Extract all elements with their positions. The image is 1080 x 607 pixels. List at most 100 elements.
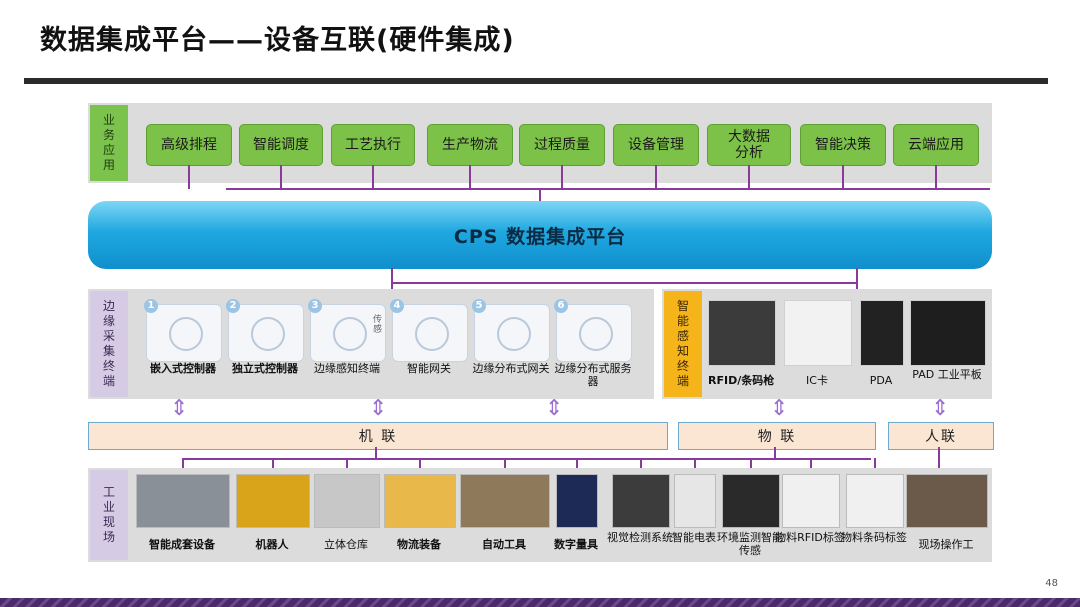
- edge-device-card: [228, 304, 304, 362]
- app-label: 设备管理: [628, 137, 684, 153]
- field-trunk-machine: [375, 447, 377, 459]
- field-equipment-image: [314, 474, 380, 528]
- terminal-label: PAD 工业平板: [910, 368, 984, 381]
- industrial-side-label-text: 工业现场: [102, 485, 116, 545]
- human-link-label: 人联: [925, 426, 957, 446]
- field-connector: [183, 458, 871, 460]
- edge-device-card: [474, 304, 550, 362]
- app-box-9: 云端应用: [893, 124, 979, 166]
- app-label: 云端应用: [908, 137, 964, 153]
- machine-link-label: 机 联: [359, 426, 397, 446]
- business-side-label-text: 业务应用: [102, 113, 116, 173]
- app-label: 大数据分析: [728, 129, 770, 161]
- page-number: 48: [1045, 578, 1058, 589]
- edge-device-card: [556, 304, 632, 362]
- app-label: 过程质量: [534, 137, 590, 153]
- app-box-4: 生产物流: [427, 124, 513, 166]
- object-link-bar: 物 联: [678, 422, 876, 450]
- app-connector: [748, 165, 750, 189]
- field-equipment-image: [612, 474, 670, 528]
- apps-connector: [226, 188, 990, 190]
- device-icon: [333, 317, 367, 351]
- app-box-6: 设备管理: [613, 124, 699, 166]
- field-equipment-image: [460, 474, 550, 528]
- slide-title: 数据集成平台——设备互联(硬件集成): [40, 18, 515, 57]
- app-label: 工艺执行: [345, 137, 401, 153]
- device-icon: [169, 317, 203, 351]
- edge-device-card: [392, 304, 468, 362]
- app-connector: [561, 165, 563, 189]
- object-link-label: 物 联: [758, 426, 796, 446]
- terminal-label: IC卡: [784, 374, 850, 387]
- number-badge: 5: [472, 299, 486, 313]
- sensor-tag: 传感: [373, 315, 383, 335]
- device-icon: [415, 317, 449, 351]
- terminal-side-label: 智能感知终端: [664, 291, 702, 397]
- field-equipment-label: 数字量具: [548, 538, 604, 551]
- edge-side-label: 边缘采集终端: [90, 291, 128, 397]
- edge-side-label-text: 边缘采集终端: [102, 299, 116, 389]
- app-label: 高级排程: [161, 137, 217, 153]
- number-badge: 3: [308, 299, 322, 313]
- app-box-2: 智能调度: [239, 124, 323, 166]
- terminal-label: PDA: [860, 374, 902, 387]
- app-connector: [655, 165, 657, 189]
- field-equipment-image: [782, 474, 840, 528]
- app-box-5: 过程质量: [519, 124, 605, 166]
- terminal-side-label-text: 智能感知终端: [676, 299, 690, 389]
- app-box-8: 智能决策: [800, 124, 886, 166]
- cps-platform-bar: CPS 数据集成平台: [88, 201, 992, 269]
- field-equipment-label: 自动工具: [452, 538, 556, 551]
- device-icon: [579, 317, 613, 351]
- device-icon: [497, 317, 531, 351]
- field-equipment-image: [136, 474, 230, 528]
- arrow-icon: ⇕: [369, 398, 387, 420]
- field-equipment-label: 智能成套设备: [128, 538, 236, 551]
- arrow-icon: ⇕: [931, 398, 949, 420]
- app-connector: [280, 165, 282, 189]
- app-connector: [935, 165, 937, 189]
- footer-bar: [0, 598, 1080, 607]
- terminal-device-image: [860, 300, 904, 366]
- app-box-7: 大数据分析: [707, 124, 791, 166]
- app-connector: [842, 165, 844, 189]
- number-badge: 6: [554, 299, 568, 313]
- human-link-bar: 人联: [888, 422, 994, 450]
- business-side-label: 业务应用: [90, 105, 128, 181]
- field-equipment-label: 立体仓库: [306, 538, 386, 551]
- app-connector: [188, 165, 190, 189]
- field-equipment-label: 物料RFID标签: [774, 531, 846, 544]
- field-equipment-image: [722, 474, 780, 528]
- app-connector: [372, 165, 374, 189]
- edge-device-card: 传感: [310, 304, 386, 362]
- edge-device-label: 边缘分布式服务器: [553, 362, 633, 388]
- terminal-device-image: [708, 300, 776, 366]
- edge-device-label: 边缘分布式网关: [471, 362, 551, 375]
- field-equipment-label: 机器人: [228, 538, 316, 551]
- terminal-label: RFID/条码枪: [708, 374, 774, 387]
- title-divider: [24, 78, 1048, 84]
- cps-to-edge-connector: [391, 282, 858, 284]
- terminal-device-image: [910, 300, 986, 366]
- field-equipment-image: [384, 474, 456, 528]
- number-badge: 1: [144, 299, 158, 313]
- industrial-side-label: 工业现场: [90, 470, 128, 560]
- field-equipment-label: 物流装备: [376, 538, 462, 551]
- field-equipment-label: 现场操作工: [898, 538, 994, 551]
- arrow-icon: ⇕: [170, 398, 188, 420]
- terminal-device-image: [784, 300, 852, 366]
- field-equipment-image: [674, 474, 716, 528]
- arrow-icon: ⇕: [545, 398, 563, 420]
- edge-device-label: 独立式控制器: [225, 362, 305, 375]
- edge-device-label: 边缘感知终端: [307, 362, 387, 375]
- app-label: 智能决策: [815, 137, 871, 153]
- edge-device-label: 嵌入式控制器: [143, 362, 223, 375]
- arrow-icon: ⇕: [770, 398, 788, 420]
- device-icon: [251, 317, 285, 351]
- number-badge: 4: [390, 299, 404, 313]
- app-label: 生产物流: [442, 137, 498, 153]
- app-connector: [469, 165, 471, 189]
- edge-device-label: 智能网关: [389, 362, 469, 375]
- field-equipment-image: [236, 474, 310, 528]
- number-badge: 2: [226, 299, 240, 313]
